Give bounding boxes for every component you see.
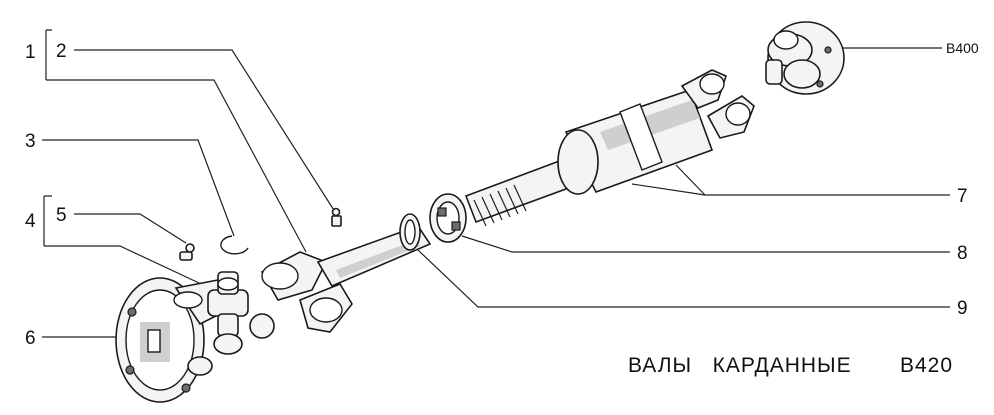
- rear-yoke: [680, 69, 755, 139]
- callout-2: 2: [56, 41, 67, 62]
- grease-nipple-small: [179, 243, 195, 261]
- callout-labels: 1 2 3 4 5 6 7 8 9 В400: [25, 40, 979, 349]
- grease-nipple-top: [331, 207, 342, 227]
- circlip: [220, 235, 249, 255]
- callout-7: 7: [957, 186, 968, 207]
- title-text: ВАЛЫ КАРДАННЫЕ: [628, 354, 852, 377]
- dust-seal: [399, 213, 421, 251]
- spline-section: [473, 184, 527, 227]
- callout-8: 8: [957, 243, 968, 264]
- callout-9: 9: [957, 298, 968, 319]
- callout-6: 6: [25, 328, 36, 349]
- callout-3: 3: [25, 131, 36, 152]
- retaining-ring: [429, 193, 467, 243]
- callout-5: 5: [56, 205, 67, 226]
- reference-flange-b400: [765, 21, 845, 95]
- callout-1: 1: [25, 42, 36, 63]
- diagram-title: ВАЛЫ КАРДАННЫЕ В420: [628, 354, 953, 377]
- reference-code-b400: В400: [946, 40, 979, 56]
- title-code: В420: [900, 354, 953, 377]
- rear-shaft: [464, 88, 714, 227]
- callout-4: 4: [25, 211, 36, 232]
- leader-lines: [42, 29, 950, 338]
- universal-joint-cross: [207, 271, 275, 355]
